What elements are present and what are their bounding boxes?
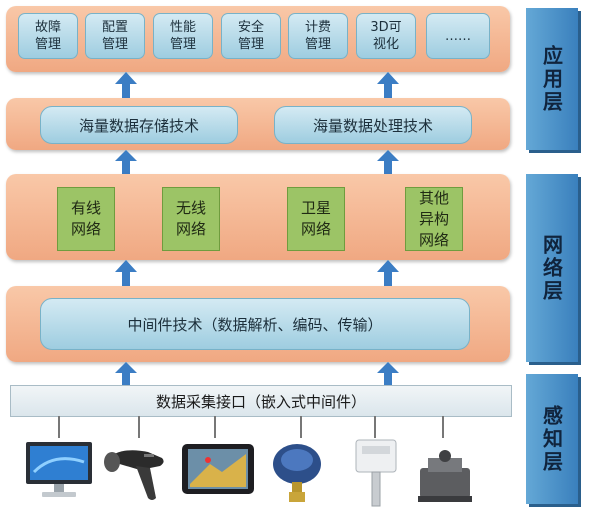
network-satellite: 卫星网络 [287,187,345,251]
connector-line [442,416,444,438]
up-arrow-icon [115,362,137,386]
app-module-config: 配置管理 [85,13,145,59]
app-module-3d-visualization: 3D可视化 [356,13,416,59]
app-module-billing: 计费管理 [288,13,348,59]
connector-line [58,416,60,438]
up-arrow-icon [115,150,137,174]
data-collection-interface: 数据采集接口（嵌入式中间件） [10,385,512,417]
sensor-icon [262,434,332,510]
network-layer-label: 网络层 [526,174,578,362]
connector-line [374,416,376,438]
connector-line [138,416,140,438]
mass-data-processing-box: 海量数据处理技术 [274,106,472,144]
connector-line [300,416,302,438]
application-layer-label: 应用层 [526,8,578,150]
humidity-sensor-icon [346,436,406,512]
app-module-security: 安全管理 [221,13,281,59]
mass-data-storage-box: 海量数据存储技术 [40,106,238,144]
network-wired: 有线网络 [57,187,115,251]
tablet-icon [180,440,256,504]
up-arrow-icon [377,260,399,286]
barcode-scanner-icon [100,440,176,508]
up-arrow-icon [115,72,137,98]
app-module-more: …… [426,13,490,59]
app-module-fault: 故障管理 [18,13,78,59]
computer-icon [24,440,94,506]
up-arrow-icon [115,260,137,286]
network-heterogeneous: 其他异构网络 [405,187,463,251]
perception-layer-label: 感知层 [526,374,578,504]
app-module-performance: 性能管理 [153,13,213,59]
up-arrow-icon [377,150,399,174]
network-wireless: 无线网络 [162,187,220,251]
connector-line [214,416,216,438]
up-arrow-icon [377,362,399,386]
up-arrow-icon [377,72,399,98]
middleware-box: 中间件技术（数据解析、编码、传输） [40,298,470,350]
load-cell-icon [414,446,476,510]
